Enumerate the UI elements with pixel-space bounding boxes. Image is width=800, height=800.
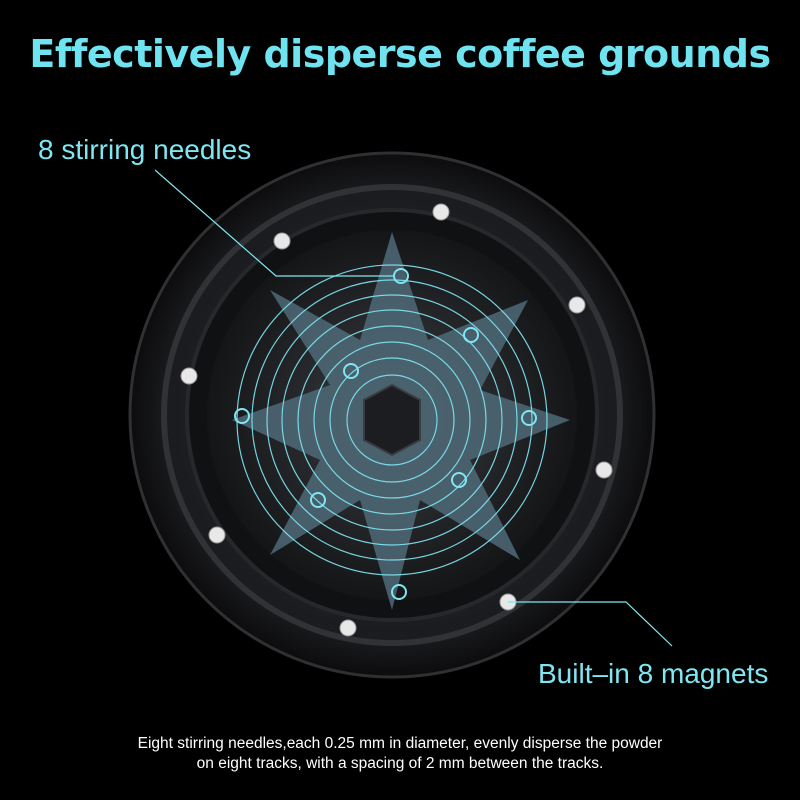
caption: Eight stirring needles,each 0.25 mm in d… [0,734,800,774]
caption-line-2: on eight tracks, with a spacing of 2 mm … [196,755,604,772]
hex-nut [363,383,421,457]
magnets [180,203,613,637]
needles-leader-line [154,169,394,277]
outer-rim [161,184,623,646]
caption-line-1: Eight stirring needles,each 0.25 mm in d… [137,735,663,752]
stirring-needles [234,268,537,600]
needles-callout: 8 stirring needles [38,134,252,165]
magnets-leader-line [508,601,673,647]
headline: Effectively disperse coffee grounds [29,32,771,76]
magnets-callout: Built–in 8 magnets [538,658,769,689]
